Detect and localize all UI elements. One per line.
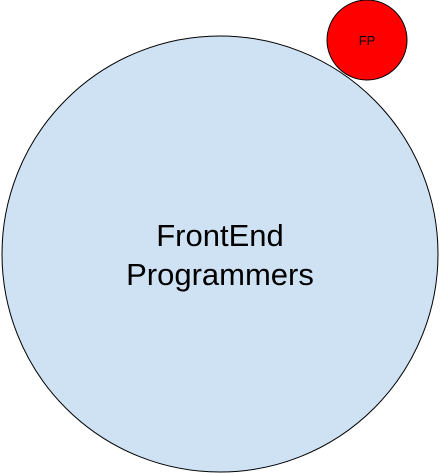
fp-circle	[326, 0, 408, 81]
large-circle-label-line2: Programmers	[126, 257, 314, 292]
small-circle-label: FP	[359, 33, 376, 48]
large-circle-label-line1: FrontEnd	[156, 218, 284, 253]
frontend-programmers-circle	[1, 35, 439, 473]
